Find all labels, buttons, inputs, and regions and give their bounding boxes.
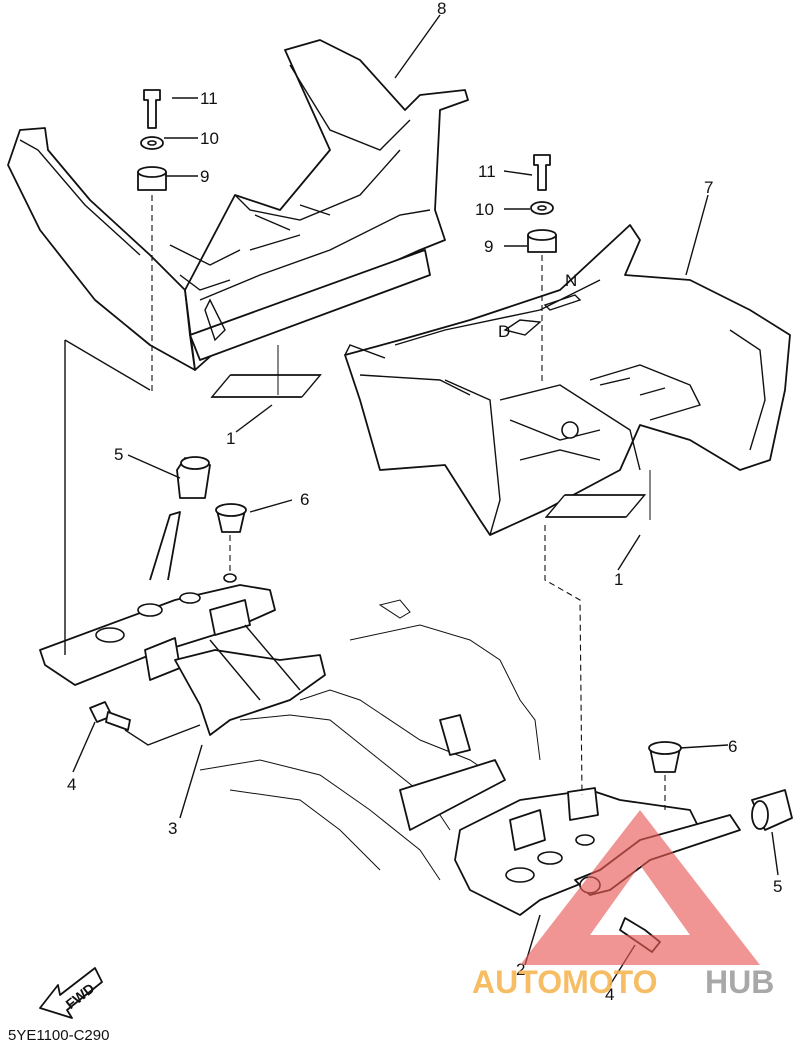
footrest-marking-d: D (498, 322, 510, 341)
frame-outline (199, 599, 541, 881)
callout-2: 2 (516, 960, 525, 979)
callout-8: 8 (437, 0, 446, 18)
watermark-brand-part1: AUTOMOTO (472, 964, 657, 1000)
right-footrest: D N (344, 224, 791, 536)
callout-6-right: 6 (728, 737, 737, 756)
collar-right (751, 789, 793, 831)
callout-10-right: 10 (475, 200, 494, 219)
grommet-right (648, 741, 682, 773)
callout-5-left: 5 (114, 445, 123, 464)
callout-labels: 8 11 10 9 7 11 10 9 1 1 5 6 4 3 6 5 2 4 (67, 0, 782, 1004)
callout-11-left: 11 (200, 89, 218, 108)
grommet-left (215, 503, 247, 533)
callout-7: 7 (704, 178, 713, 197)
bolt-left (89, 701, 131, 731)
watermark: AUTOMOTO HUB (472, 810, 774, 1000)
callout-3: 3 (168, 819, 177, 838)
left-footrest (7, 39, 469, 398)
callout-11-right: 11 (478, 162, 496, 181)
left-bracket (39, 511, 326, 736)
fwd-arrow-icon: FWD (39, 967, 103, 1019)
callout-1-left: 1 (226, 429, 235, 448)
watermark-triangle-icon (520, 810, 760, 965)
callout-4-left: 4 (67, 775, 76, 794)
callout-5-right: 5 (773, 877, 782, 896)
footrest-marking-n: N (565, 271, 577, 290)
callout-9-right: 9 (484, 237, 493, 256)
hardware-left-stack (137, 89, 167, 191)
collar-left (176, 456, 211, 499)
callout-4-right: 4 (605, 985, 614, 1004)
callout-9-left: 9 (200, 167, 209, 186)
watermark-brand-part2: HUB (705, 964, 774, 1000)
callout-10-left: 10 (200, 129, 219, 148)
callout-1-right: 1 (614, 570, 623, 589)
hardware-right-stack (527, 154, 557, 253)
callout-6-left: 6 (300, 490, 309, 509)
drawing-code: 5YE1100-C290 (8, 1027, 109, 1044)
